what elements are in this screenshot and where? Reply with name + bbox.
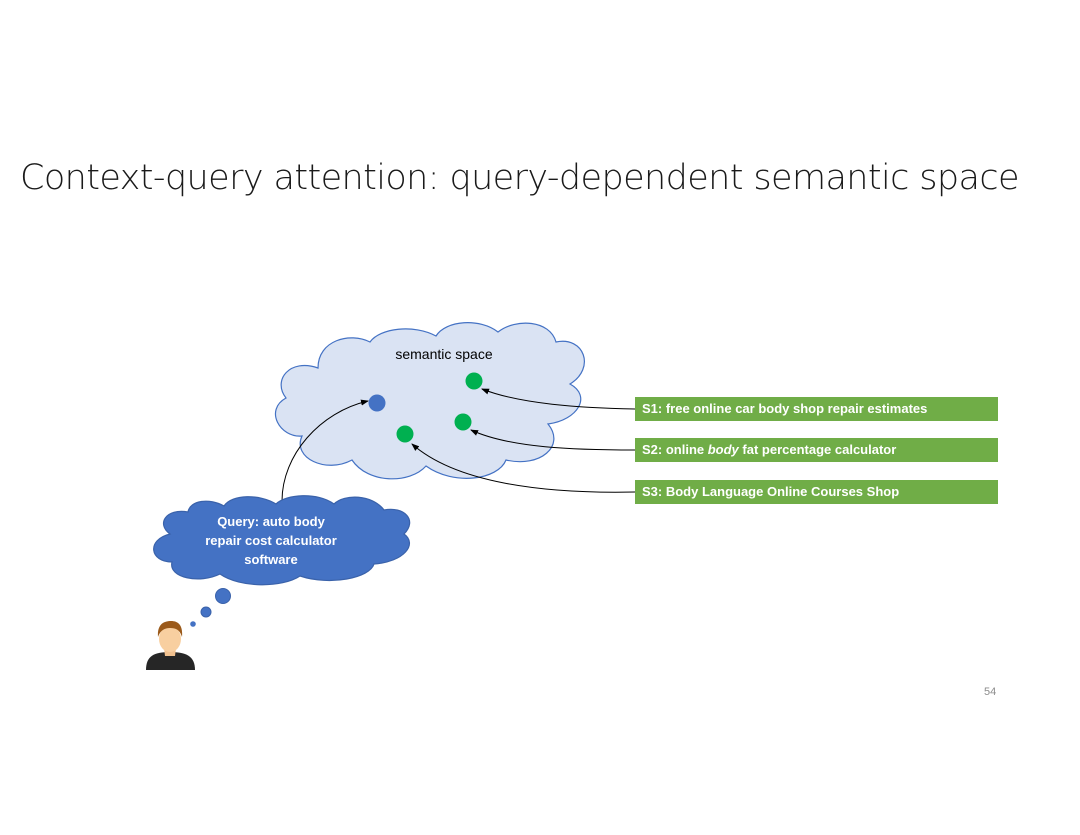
semantic-space-cloud xyxy=(274,322,585,480)
snippet-s3: S3: Body Language Online Courses Shop xyxy=(635,480,998,504)
query-text-line2: repair cost calculator xyxy=(205,533,337,548)
thought-bubble-large xyxy=(215,588,231,604)
query-text-line1: Query: auto body xyxy=(217,514,325,529)
snippet-s2-prefix: S2: online xyxy=(642,442,708,457)
snippet-s3-text: S3: Body Language Online Courses Shop xyxy=(642,484,900,499)
query-arrow xyxy=(281,399,369,502)
snippet-s1: S1: free online car body shop repair est… xyxy=(635,397,998,421)
query-point xyxy=(368,394,386,412)
query-text-line3: software xyxy=(244,552,297,567)
user-avatar-icon xyxy=(146,621,195,670)
snippet-s2-emphasis: body xyxy=(707,442,739,457)
snippet-s2-suffix: fat percentage calculator xyxy=(738,442,897,457)
page-number: 54 xyxy=(984,686,997,698)
semantic-space-label: semantic space xyxy=(395,346,492,362)
s1-arrow xyxy=(481,388,636,410)
s3-arrow xyxy=(411,443,636,493)
snippet-s1-text: S1: free online car body shop repair est… xyxy=(642,401,928,416)
slide-title: Context-query attention: query-dependent… xyxy=(20,158,1020,198)
s2-arrow xyxy=(470,429,636,451)
s3-point xyxy=(396,425,414,443)
s1-point xyxy=(465,372,483,390)
query-cloud xyxy=(153,495,411,586)
thought-bubble-small xyxy=(190,621,196,627)
snippet-s2: S2: online body fat percentage calculato… xyxy=(635,438,998,462)
s2-point xyxy=(454,413,472,431)
thought-bubble-medium xyxy=(200,606,212,618)
